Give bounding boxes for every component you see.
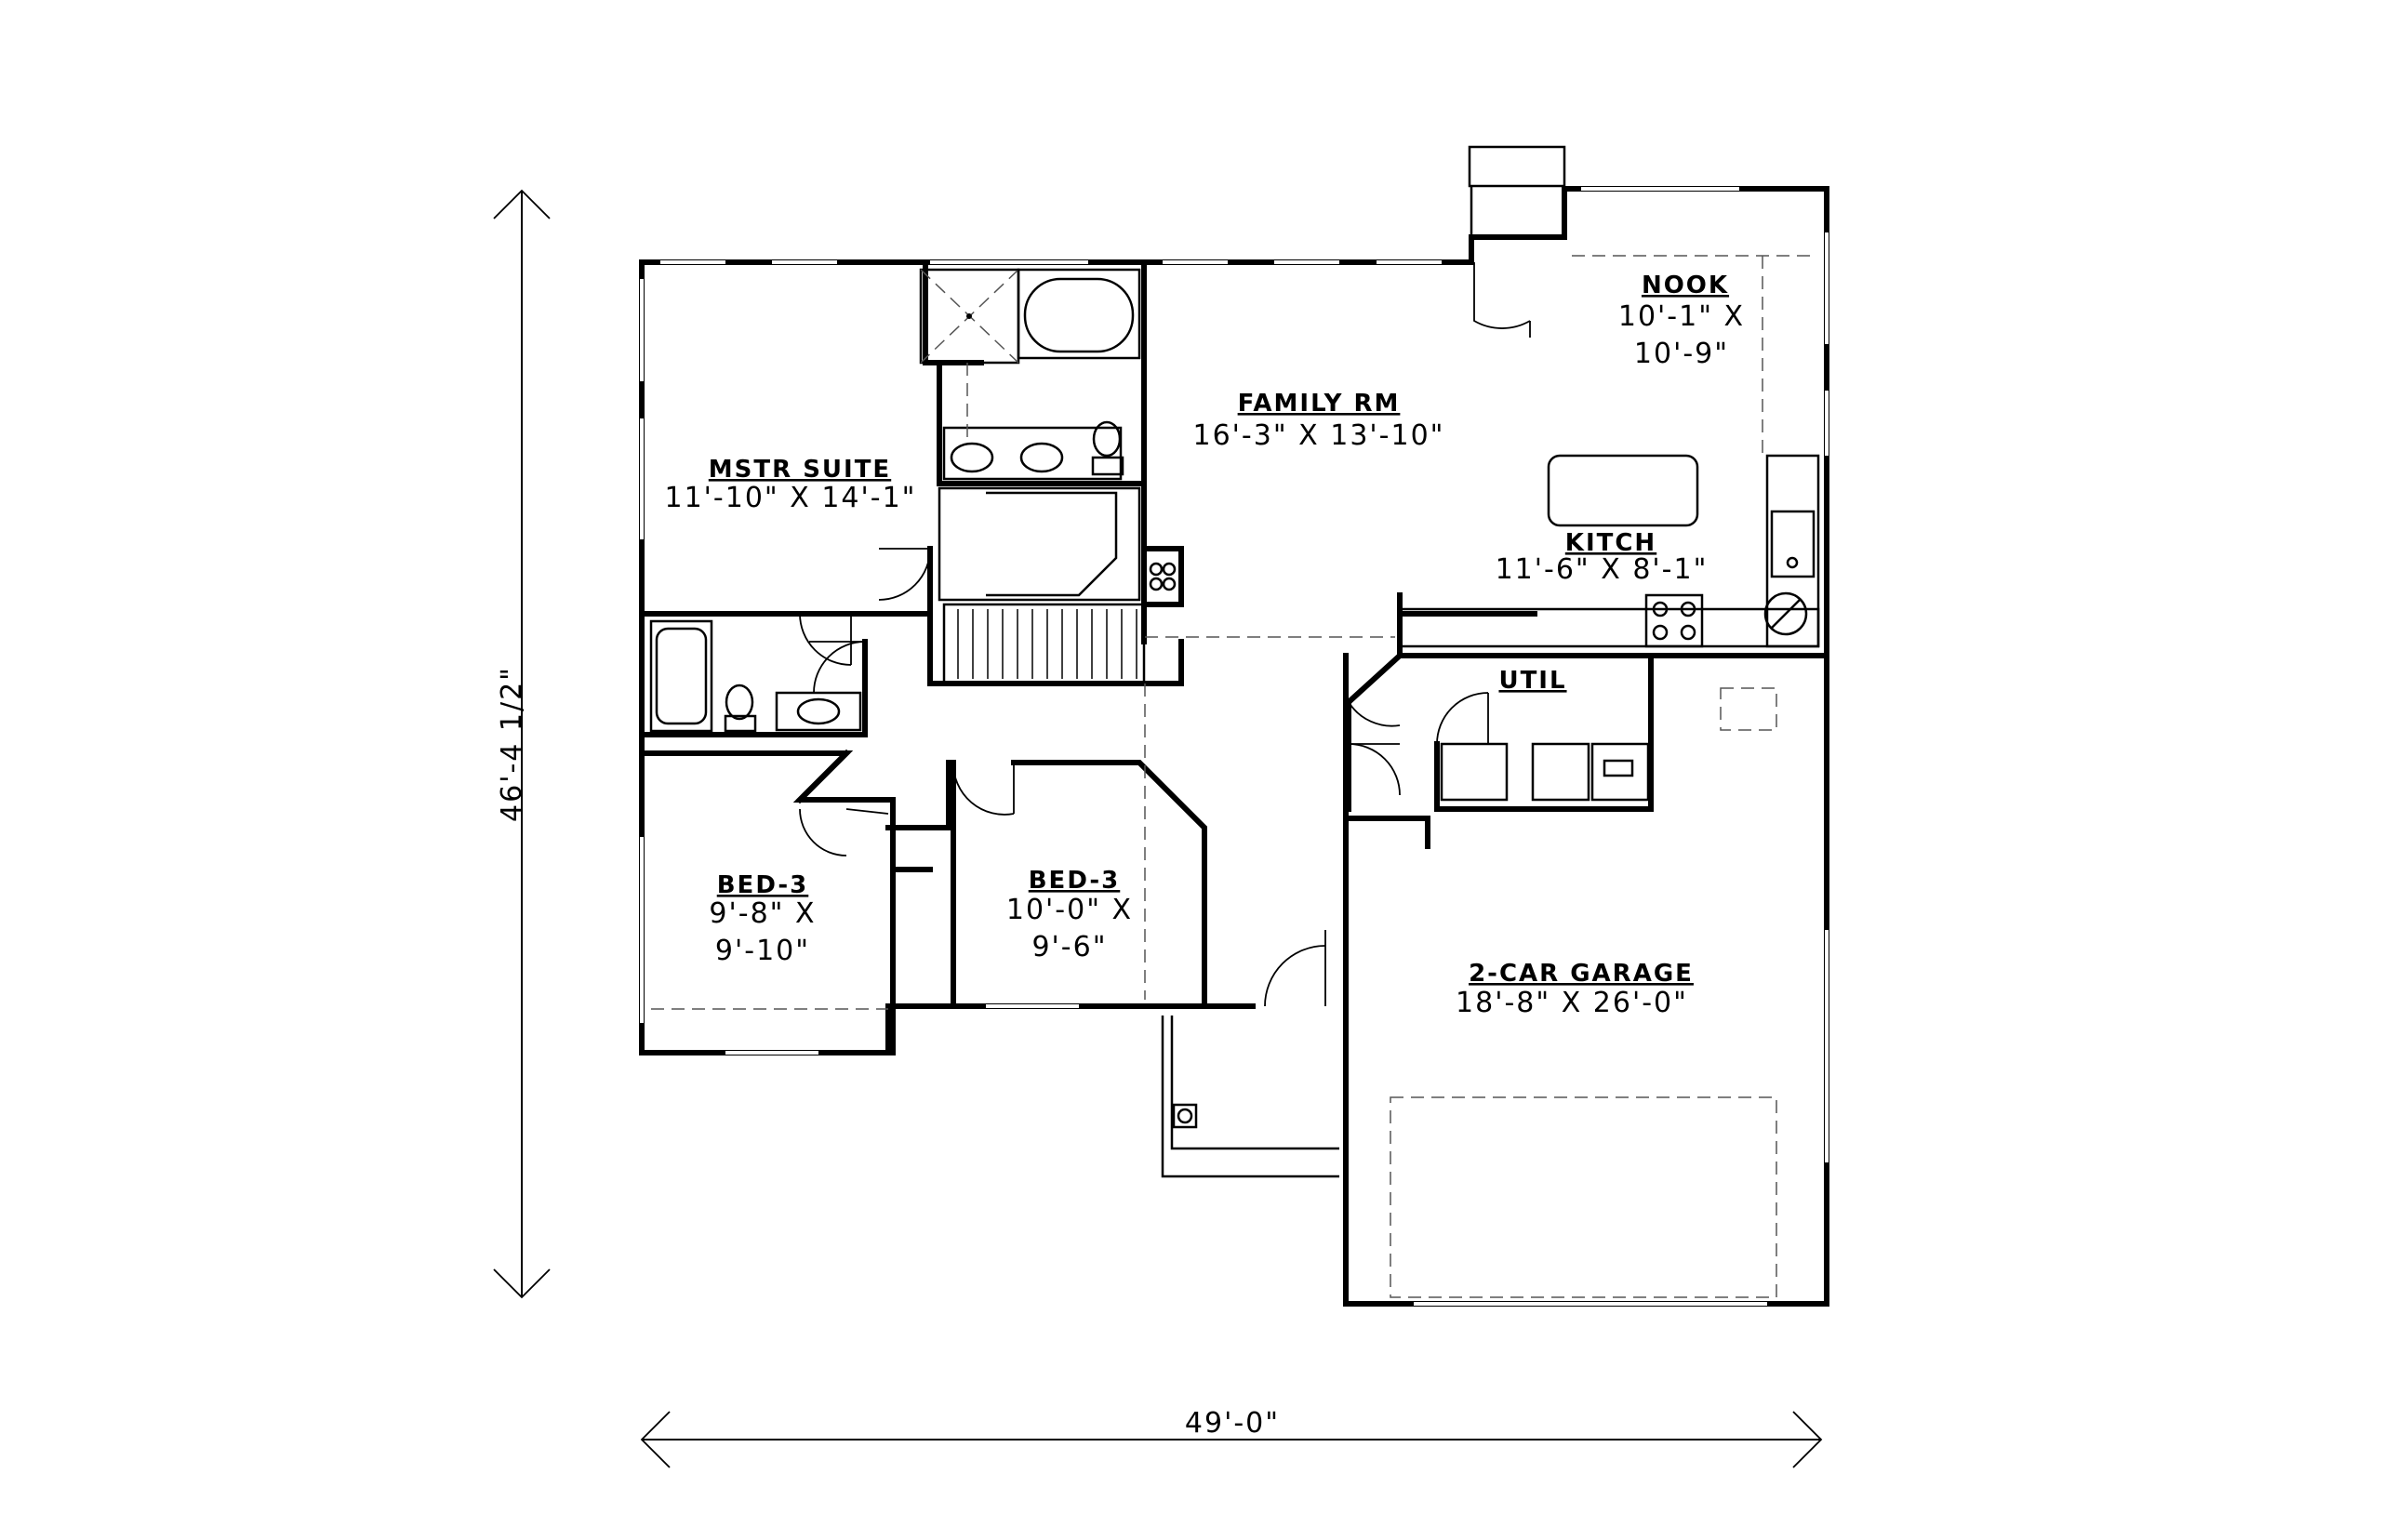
room-dim-bed-mid-2: 9'-6" [1031, 931, 1107, 963]
room-dim-family: 16'-3" X 13'-10" [1193, 419, 1445, 452]
interior-walls [639, 259, 1829, 1055]
room-util: UTIL [1498, 667, 1566, 695]
room-name-master: MSTR SUITE [709, 456, 891, 484]
room-dim-master: 11'-10" X 14'-1" [665, 482, 917, 514]
room-dim-bed-left-1: 9'-8" X [709, 897, 816, 930]
overall-depth-dimension [493, 189, 551, 1299]
room-nook: NOOK 10'-1" X 10'-9" [1618, 272, 1745, 370]
room-bed-mid: BED-3 10'-0" X 9'-6" [1006, 867, 1133, 963]
room-master: MSTR SUITE 11'-10" X 14'-1" [665, 456, 917, 514]
doors [799, 262, 1531, 1007]
room-dim-bed-mid-1: 10'-0" X [1006, 894, 1133, 926]
room-dim-bed-left-2: 9'-10" [715, 935, 810, 967]
room-dim-nook-1: 10'-1" X [1618, 300, 1745, 333]
overall-width-label: 49'-0" [1185, 1407, 1280, 1440]
room-name-garage: 2-CAR GARAGE [1469, 960, 1694, 988]
room-kitchen: KITCH 11'-6" X 8'-1" [1496, 529, 1709, 586]
stair [942, 603, 1146, 685]
room-dim-garage: 18'-8" X 26'-0" [1456, 987, 1688, 1019]
room-name-bed-mid: BED-3 [1029, 867, 1121, 895]
fixtures [649, 255, 1820, 1298]
overall-depth-label: 46'-4 1/2" [496, 666, 528, 822]
room-name-family: FAMILY RM [1238, 390, 1401, 418]
room-dim-kitchen: 11'-6" X 8'-1" [1496, 553, 1709, 586]
room-family: FAMILY RM 16'-3" X 13'-10" [1193, 390, 1445, 452]
room-name-kitchen: KITCH [1565, 529, 1656, 557]
windows [640, 187, 1829, 1306]
room-name-bed-left: BED-3 [717, 871, 809, 899]
room-garage: 2-CAR GARAGE 18'-8" X 26'-0" [1456, 960, 1694, 1019]
overall-width-dimension [640, 1411, 1823, 1468]
room-name-nook: NOOK [1642, 272, 1729, 299]
room-dim-nook-2: 10'-9" [1634, 338, 1729, 370]
room-bed-left: BED-3 9'-8" X 9'-10" [709, 871, 816, 967]
room-name-util: UTIL [1498, 667, 1566, 695]
